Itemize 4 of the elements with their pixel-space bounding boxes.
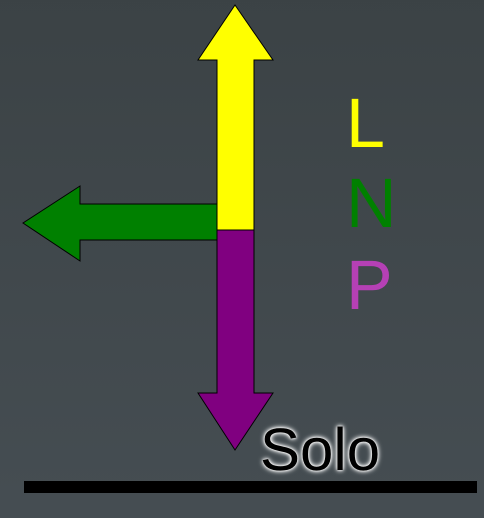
force-label: P xyxy=(346,250,393,320)
force-label: N xyxy=(346,168,397,238)
force-label: L xyxy=(346,88,385,158)
ground-label: Solo xyxy=(260,420,380,480)
